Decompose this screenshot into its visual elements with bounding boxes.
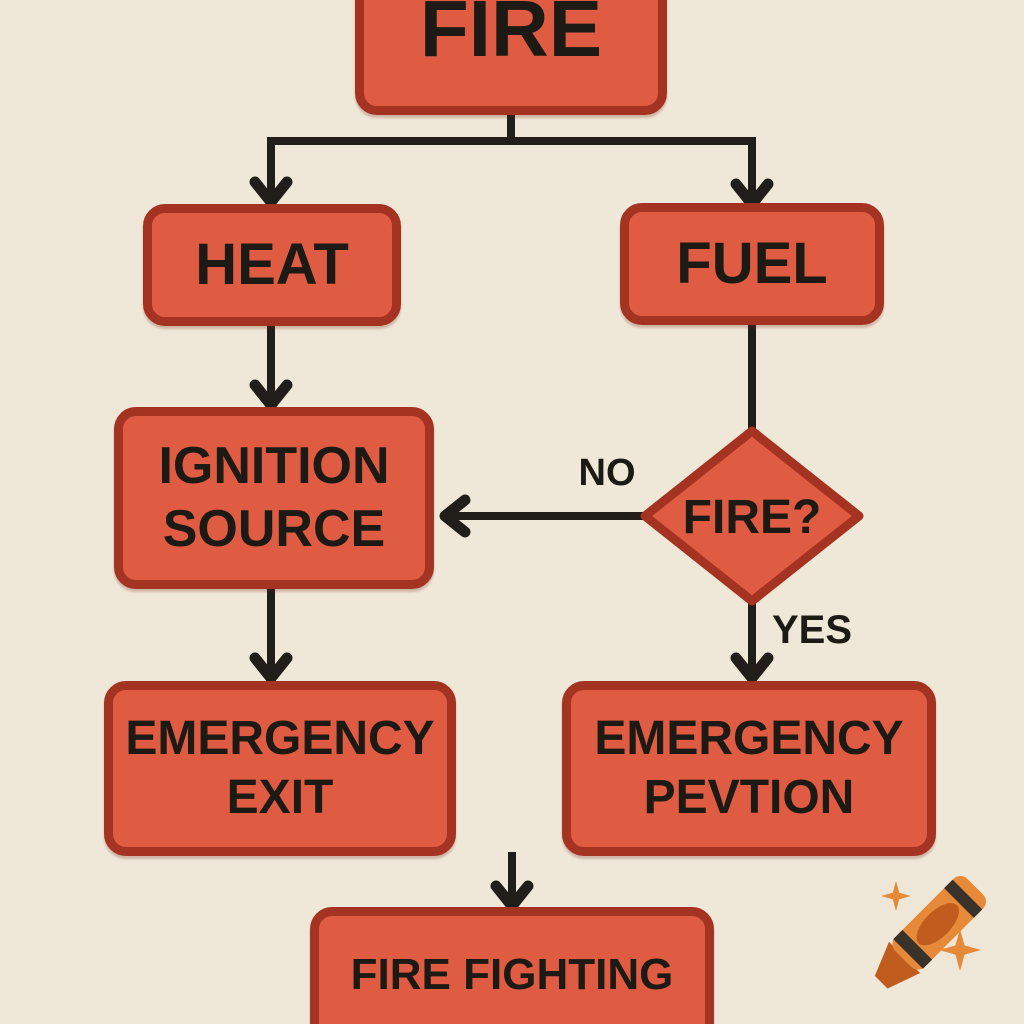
node-fuel: FUEL <box>620 203 884 325</box>
arrowhead-to-heat <box>249 176 293 208</box>
edge-label-yes: YES <box>771 608 853 652</box>
node-emergency-exit: EMERGENCY EXIT <box>104 681 456 856</box>
node-ignition-source: IGNITION SOURCE <box>114 407 434 589</box>
arrowhead-yes <box>730 652 774 684</box>
node-heat: HEAT <box>143 204 401 326</box>
node-fire: FIRE <box>355 0 667 115</box>
arrowhead-no <box>439 494 471 538</box>
arrowhead-to-ignition <box>249 379 293 411</box>
node-fire-fighting: FIRE FIGHTING <box>310 907 714 1024</box>
arrowhead-to-exit <box>249 652 293 684</box>
node-fire-decision-label: FIRE? <box>682 490 822 544</box>
arrowhead-to-firefighting <box>490 880 534 912</box>
node-emergency-pevtion: EMERGENCY PEVTION <box>562 681 936 856</box>
sparkle-icon <box>939 929 981 971</box>
decision-diamond <box>640 426 864 606</box>
crayon-icon <box>874 876 986 989</box>
crayon-body <box>874 876 986 989</box>
sparkle-icon <box>881 881 911 911</box>
edge-label-no: NO <box>578 452 636 494</box>
